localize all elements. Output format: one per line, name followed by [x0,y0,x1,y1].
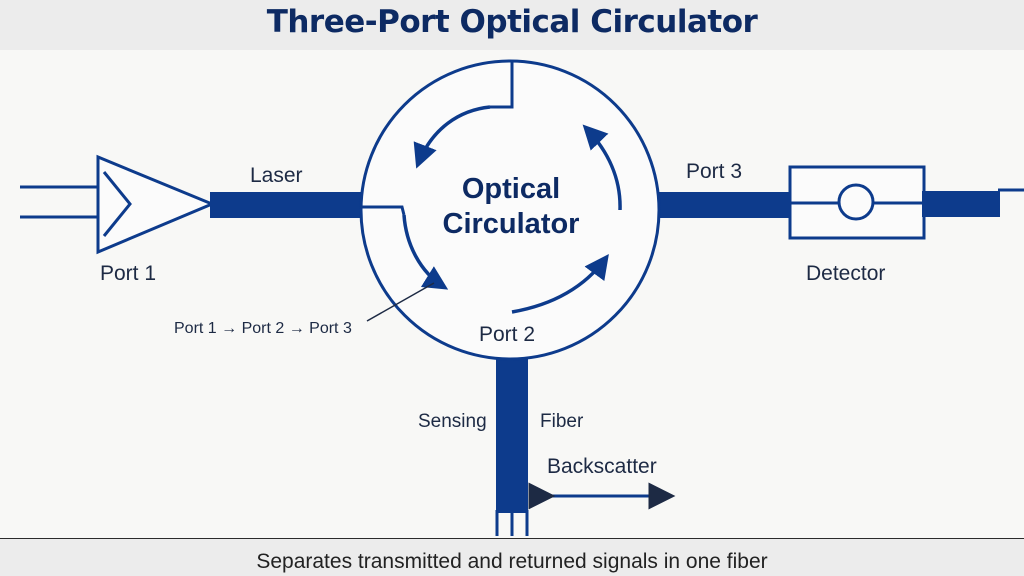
caption: Separates transmitted and returned signa… [256,550,768,573]
left-stub [362,205,406,216]
detector-label: Detector [806,262,886,285]
laser-label: Laser [250,164,303,187]
amplifier-chevron-icon [102,171,132,237]
top-stub [490,62,514,109]
caption-band [0,538,1024,576]
port3-fiber [655,192,792,218]
port2-label: Port 2 [479,323,536,346]
port1-label: Port 1 [100,262,157,285]
arrow-right-up [582,124,622,211]
arrow-bottom-right [511,254,609,314]
amplifier-triangle-icon [96,154,216,255]
circulator-label: Optical Circulator [420,172,602,242]
detector-circle-icon [837,183,875,221]
sensing-label: Sensing [418,411,487,432]
backscatter-label: Backscatter [547,455,657,478]
output-fiber [922,191,1000,217]
arrow-left-down [402,214,449,290]
laser-fiber [210,192,366,218]
sequence-label: Port 1 → Port 2 → Port 3 [174,320,352,337]
circulator-label-line2: Circulator [442,208,580,240]
title-band [0,0,1024,50]
port3-label: Port 3 [686,160,743,183]
circulator-label-line1: Optical [461,173,561,205]
arrow-top-left [413,105,491,169]
diagram-title: Three-Port Optical Circulator [266,4,758,40]
sensing-fiber [496,355,528,513]
sequence-leader-line [366,282,435,322]
fiber-label: Fiber [540,411,584,432]
